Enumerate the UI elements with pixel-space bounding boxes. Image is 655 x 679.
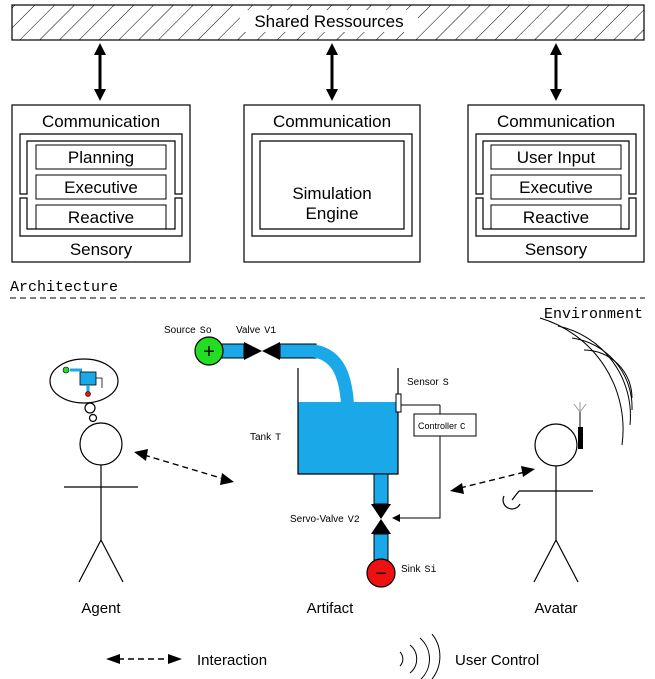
servo-valve-symbol: V2 bbox=[348, 515, 360, 526]
sink-node bbox=[366, 558, 396, 588]
tank-outline bbox=[297, 368, 399, 475]
shared-resources-bar: Shared Ressources bbox=[11, 4, 645, 41]
legend-user-control-label: User Control bbox=[455, 652, 539, 669]
environment-section-label: Environment bbox=[544, 306, 643, 323]
avatar-caption: Avatar bbox=[534, 600, 577, 617]
legend-interaction-label: Interaction bbox=[197, 652, 267, 669]
avatar-layer-reactive: Reactive bbox=[523, 208, 589, 227]
agent-sensory-label: Sensory bbox=[70, 240, 133, 259]
sensor-label: Sensor bbox=[407, 377, 439, 388]
shared-resources-label: Shared Ressources bbox=[254, 12, 403, 31]
avatar-tool-handle bbox=[511, 490, 520, 501]
artifact-caption: Artifact bbox=[307, 600, 355, 617]
source-node bbox=[194, 336, 224, 366]
source-plus: + bbox=[203, 341, 215, 363]
sensor-symbol: S bbox=[443, 378, 449, 389]
agent-layer-reactive: Reactive bbox=[68, 208, 134, 227]
sensor bbox=[395, 393, 402, 413]
agent-communication-label: Communication bbox=[42, 112, 160, 131]
simulation-engine-line2: Engine bbox=[306, 204, 359, 223]
sink-minus: − bbox=[375, 563, 387, 585]
simulation-communication-label: Communication bbox=[273, 112, 391, 131]
thought-artifact-icon bbox=[62, 366, 103, 397]
agent-architecture-module: Communication Planning Executive Reactiv… bbox=[11, 104, 191, 263]
avatar-head bbox=[534, 423, 578, 467]
controller-box bbox=[413, 413, 477, 437]
avatar-figure bbox=[502, 423, 593, 583]
thought-bubble bbox=[49, 358, 119, 404]
valve-label: Valve bbox=[236, 325, 261, 336]
legend-interaction-arrow-icon bbox=[106, 654, 182, 664]
avatar-radio-icon bbox=[573, 402, 587, 449]
avatar-tool-icon bbox=[502, 495, 521, 510]
artifact-tank-system: + − bbox=[194, 336, 477, 588]
avatar-sensory-label: Sensory bbox=[525, 240, 588, 259]
valve-symbol: V1 bbox=[264, 326, 276, 337]
controller-label: Controller bbox=[418, 421, 457, 431]
legend: Interaction User Control bbox=[106, 633, 539, 679]
sink-symbol: Si bbox=[424, 564, 436, 576]
avatar-interaction-arrow bbox=[450, 466, 535, 494]
source-symbol: So bbox=[200, 326, 212, 337]
valve-v1 bbox=[244, 342, 262, 360]
agent-interaction-arrow bbox=[134, 449, 234, 485]
simulation-module: Communication Simulation Engine bbox=[243, 104, 421, 263]
agent-layer-executive: Executive bbox=[64, 178, 138, 197]
shared-resources-arrows bbox=[94, 43, 562, 101]
avatar-communication-label: Communication bbox=[497, 112, 615, 131]
agent-layer-planning: Planning bbox=[68, 148, 134, 167]
source-label: Source bbox=[164, 325, 196, 336]
sink-label: Sink bbox=[401, 564, 421, 575]
avatar-layer-executive: Executive bbox=[519, 178, 593, 197]
agent-figure bbox=[49, 358, 138, 583]
servo-valve-v2 bbox=[371, 504, 391, 519]
simulation-engine-line1: Simulation bbox=[292, 184, 371, 203]
servo-valve-label: Servo-Valve bbox=[290, 514, 344, 525]
agent-caption: Agent bbox=[81, 600, 121, 617]
legend-user-control-icon bbox=[399, 633, 441, 679]
tank-label: Tank bbox=[250, 432, 272, 443]
user-control-waves-icon bbox=[539, 317, 633, 446]
avatar-architecture-module: Communication User Input Executive React… bbox=[467, 104, 645, 263]
controller-symbol: C bbox=[460, 422, 466, 432]
avatar-layer-user-input: User Input bbox=[517, 148, 596, 167]
agent-head bbox=[79, 422, 123, 466]
tank-symbol: T bbox=[275, 433, 281, 444]
architecture-section-label: Architecture bbox=[10, 279, 118, 296]
